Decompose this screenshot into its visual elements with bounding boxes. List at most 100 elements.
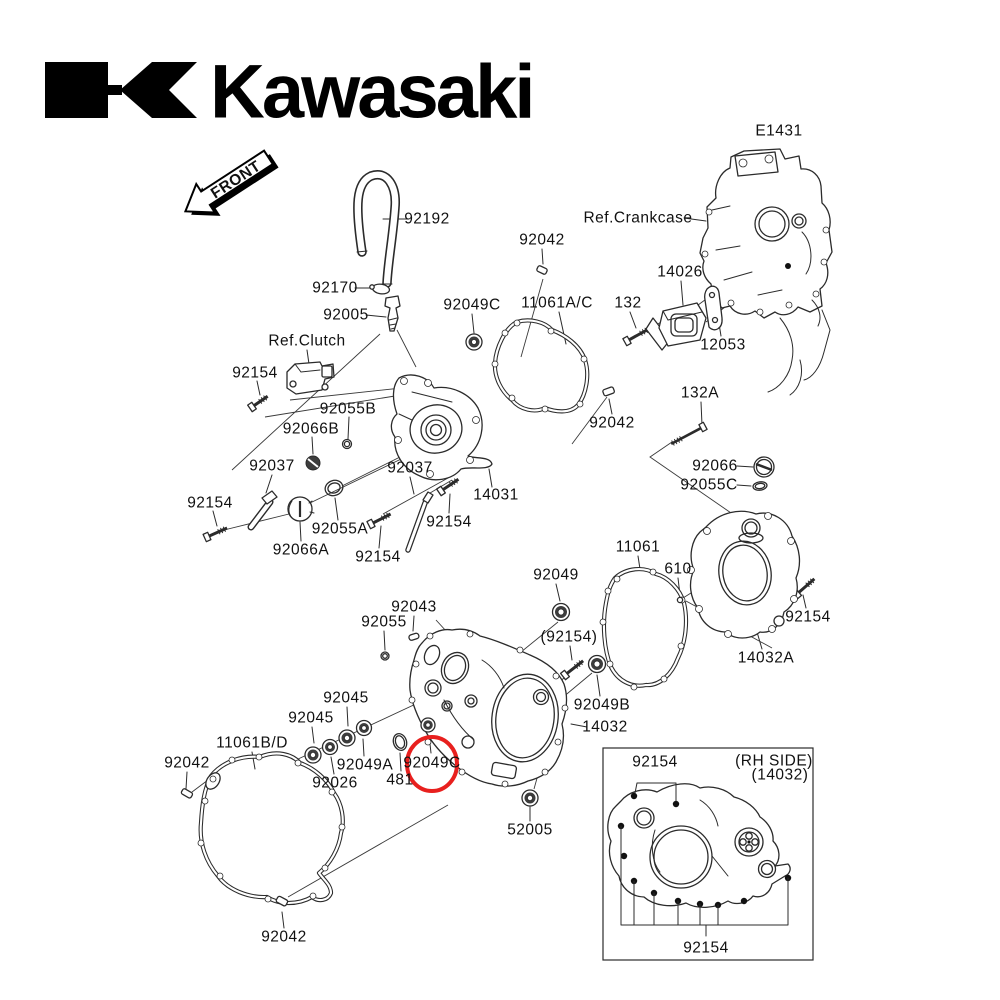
part-fitting-92005 <box>384 295 401 332</box>
part-seal-92045-lower <box>304 746 322 764</box>
label-rh-side: (RH SIDE) <box>735 753 813 770</box>
part-seal-92049C-top <box>465 333 483 351</box>
part-oring-92055C <box>752 481 768 491</box>
part-bracket-14026 <box>645 302 707 351</box>
part-cap-92066 <box>753 456 775 478</box>
label-92154-mid: 92154 <box>355 549 401 566</box>
label-92042-mid: 92042 <box>589 415 635 432</box>
label-ref-clutch: Ref.Clutch <box>268 333 345 350</box>
water-pump-clover-icon <box>739 832 759 852</box>
label-610: 610 <box>664 561 691 578</box>
label-11061BD: 11061B/D <box>216 735 288 752</box>
label-14031: 14031 <box>473 487 519 504</box>
label-92055B: 92055B <box>320 401 376 418</box>
part-cover-14031 <box>390 374 493 481</box>
label-132A: 132A <box>681 385 719 402</box>
label-92037-right: 92037 <box>387 460 433 477</box>
label-92154-inset-bottom: 92154 <box>683 940 729 957</box>
part-pin-92043 <box>408 632 420 641</box>
label-92042-bottom-left: 92042 <box>164 755 210 772</box>
part-bolt-92154-clutch <box>247 395 269 413</box>
label-ref-crankcase: Ref.Crankcase <box>583 210 692 227</box>
label-92049: 92049 <box>533 567 579 584</box>
part-gasket-11061 <box>599 567 689 691</box>
part-bolt-92154-paren <box>559 659 585 681</box>
label-92154-right: 92154 <box>785 609 831 626</box>
part-cover-14032A <box>687 510 801 639</box>
label-92154-inset-top: 92154 <box>632 754 678 771</box>
part-rod-92037-right <box>405 491 434 553</box>
part-dowel-92042-mid <box>602 386 615 397</box>
label-92049C-top: 92049C <box>443 297 500 314</box>
labels-layer: E1431FRONT92192920429217092005Ref.Clutch… <box>164 123 831 957</box>
label-92045-lower: 92045 <box>288 710 334 727</box>
label-92192: 92192 <box>404 211 450 228</box>
part-oring-481 <box>392 733 408 751</box>
part-seal-52005 <box>521 789 539 807</box>
part-bolt-92154-under-cover <box>436 478 460 497</box>
label-92055A: 92055A <box>312 521 369 538</box>
label-92154-paren: (92154) <box>541 629 598 646</box>
label-92026: 92026 <box>312 775 358 792</box>
part-oring-92055 <box>380 651 390 661</box>
part-plug-92066A <box>287 496 315 522</box>
kawasaki-logo: Kawasaki <box>45 50 535 135</box>
part-bolt-92154-far-left <box>202 526 228 543</box>
part-guide-12053 <box>703 285 723 331</box>
label-92066: 92066 <box>692 458 738 475</box>
part-clutch-bracket <box>286 361 335 395</box>
label-92066A: 92066A <box>273 542 330 559</box>
label-92045-upper: 92045 <box>323 690 369 707</box>
part-dowel-92042-bottom-left <box>180 788 194 799</box>
part-pin-610 <box>676 596 684 604</box>
label-inset-part: (14032) <box>752 767 809 784</box>
label-14032: 14032 <box>582 719 628 736</box>
part-seal-92049A <box>355 719 373 737</box>
inset-bolt-brackets <box>620 782 789 937</box>
label-92042-bottom: 92042 <box>261 929 307 946</box>
label-92049A: 92049A <box>337 757 394 774</box>
label-12053: 12053 <box>700 337 746 354</box>
label-92037-left: 92037 <box>249 458 295 475</box>
part-seal-92026 <box>321 738 339 756</box>
part-dowel-92042-bottom <box>275 895 289 907</box>
label-92055: 92055 <box>361 614 407 631</box>
label-92043: 92043 <box>391 599 437 616</box>
part-bolt-92154-mid <box>366 512 392 530</box>
label-92042-top: 92042 <box>519 232 565 249</box>
part-seal-92049C-highlighted <box>420 717 436 733</box>
part-oring-92055A <box>324 479 344 497</box>
label-14026: 14026 <box>657 264 703 281</box>
highlight-ellipse-92049C <box>405 735 459 793</box>
label-11061AC: 11061A/C <box>521 295 593 312</box>
part-breather-hose-92192 <box>353 170 400 288</box>
label-92154-clutch: 92154 <box>232 365 278 382</box>
label-92005: 92005 <box>323 307 369 324</box>
label-14032A: 14032A <box>738 650 795 667</box>
part-plug-92066B <box>305 455 321 471</box>
part-seal-92049B <box>587 654 607 674</box>
label-92154-under-cover: 92154 <box>426 514 472 531</box>
part-dowel-92042-top <box>536 265 548 275</box>
part-gasket-11061AC <box>491 318 590 414</box>
kawasaki-mark-icon <box>45 62 197 118</box>
inset-rh-side-box <box>602 747 814 961</box>
label-92154-far-left: 92154 <box>187 495 233 512</box>
part-bolt-132A <box>670 421 708 446</box>
label-92049B: 92049B <box>574 697 630 714</box>
label-92049C-highlighted: 92049C <box>403 755 460 772</box>
label-92170: 92170 <box>312 280 358 297</box>
part-seal-92049 <box>551 602 571 622</box>
part-seal-92045-upper <box>338 729 356 747</box>
part-gasket-11061BD <box>197 751 346 906</box>
label-132: 132 <box>614 295 641 312</box>
label-52005: 52005 <box>507 822 553 839</box>
part-clamp-92170 <box>369 283 391 295</box>
diagram-line-art <box>180 148 833 961</box>
label-481: 481 <box>386 772 413 789</box>
part-rod-92037-left <box>247 490 278 531</box>
label-11061: 11061 <box>616 539 660 556</box>
label-92055C: 92055C <box>680 477 737 494</box>
